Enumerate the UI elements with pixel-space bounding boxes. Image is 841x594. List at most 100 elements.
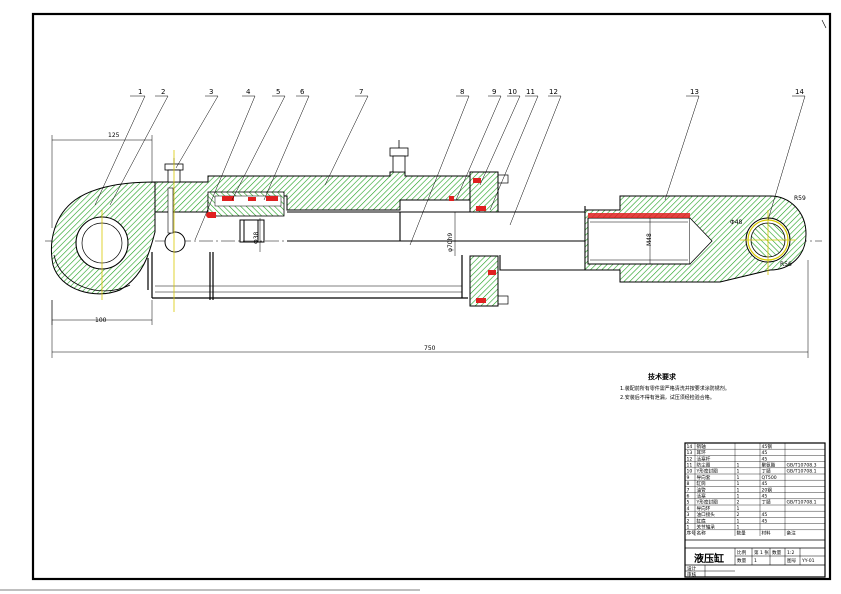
center-marks <box>101 150 796 312</box>
parts-header-qty: 数量 <box>737 530 747 537</box>
drawing-no-label: 图号 <box>787 558 797 564</box>
scale-label: 比例 <box>737 549 747 556</box>
parts-cell-name: 油管 <box>697 486 707 493</box>
parts-cell-note: GB/T10708.1 <box>787 500 817 506</box>
parts-cell-no: 8 <box>687 481 690 487</box>
parts-cell-name: 缸底 <box>697 517 707 524</box>
parts-cell-no: 7 <box>687 487 690 493</box>
dim-750: 750 <box>424 345 436 352</box>
parts-cell-qty: 1 <box>737 469 740 475</box>
parts-cell-note: GB/T10708.1 <box>787 469 817 475</box>
parts-cell-name: Y形密封圈 <box>696 468 719 475</box>
part-balloons: 1 2 3 4 5 6 7 8 9 10 11 12 13 14 <box>138 88 804 96</box>
parts-header-note: 备注 <box>787 530 797 537</box>
sheet-label: 第 1 张 <box>754 549 769 556</box>
parts-header-name: 名称 <box>697 530 707 537</box>
parts-cell-name: 活塞 <box>697 493 707 500</box>
balloon-8: 8 <box>460 88 464 96</box>
parts-cell-qty: 1 <box>737 487 740 493</box>
dim-r59: R59 <box>794 195 806 202</box>
note-line-2: 2.安装后不得有泄漏，试压须经检验合格。 <box>620 394 715 401</box>
piston <box>239 219 265 243</box>
parts-cell-no: 2 <box>687 518 690 524</box>
parts-cell-no: 10 <box>687 469 693 475</box>
dim-125: 125 <box>108 132 120 139</box>
qty-label-2: 数量 <box>737 557 747 564</box>
parts-cell-name: 导向环 <box>697 505 711 512</box>
parts-cell-name: 活塞杆 <box>697 455 711 462</box>
parts-header-mat: 材料 <box>762 530 772 537</box>
balloon-14: 14 <box>795 88 804 96</box>
balloon-13: 13 <box>690 88 699 96</box>
parts-cell-qty: 1 <box>737 525 740 531</box>
parts-cell-no: 9 <box>687 475 690 481</box>
parts-cell-mat: 45 <box>762 512 768 518</box>
cylinder-head <box>449 171 509 307</box>
balloon-6: 6 <box>300 88 305 96</box>
qty-label: 数量 <box>772 549 782 556</box>
dimension-texts: 125 100 750 R59 R56 Φ48 M48 φ70h9 Φ38 <box>95 132 806 352</box>
parts-cell-no: 13 <box>687 450 693 456</box>
dim-m48: M48 <box>646 233 653 246</box>
technical-notes: 技术要求 1.装配前所有零件需严格清洗并按要求涂防锈剂。 2.安装后不得有泄漏，… <box>620 372 730 401</box>
balloon-11: 11 <box>526 88 535 96</box>
leader-lines <box>94 95 806 246</box>
parts-cell-note: GB/T10708.3 <box>787 463 817 469</box>
parts-cell-mat: 45 <box>762 450 768 456</box>
scale-value: 1:2 <box>787 550 794 556</box>
checker-label: 审核 <box>687 571 697 578</box>
parts-cell-name: 销轴 <box>697 443 707 450</box>
balloon-9: 9 <box>492 88 496 96</box>
parts-cell-no: 4 <box>687 506 690 512</box>
note-line-1: 1.装配前所有零件需严格清洗并按要求涂防锈剂。 <box>620 385 730 392</box>
dim-phi48: Φ48 <box>730 219 743 226</box>
balloon-10: 10 <box>508 88 517 96</box>
parts-cell-qty: 2 <box>737 512 740 518</box>
balloon-1: 1 <box>138 88 142 96</box>
drawing-name: 液压缸 <box>694 552 724 565</box>
parts-cell-mat: 20钢 <box>762 486 773 493</box>
parts-cell-mat: 丁腈 <box>762 499 772 506</box>
parts-cell-qty: 1 <box>737 494 740 500</box>
parts-cell-qty: 1 <box>737 481 740 487</box>
parts-cell-mat: 45 <box>762 481 768 487</box>
parts-cell-name: 关节轴承 <box>697 524 716 531</box>
parts-cell-name: 油口接头 <box>697 511 716 518</box>
parts-cell-name: Y形密封圈 <box>696 499 719 506</box>
parts-cell-qty: 1 <box>737 475 740 481</box>
dim-phi-small: Φ38 <box>253 231 260 244</box>
parts-cell-no: 3 <box>687 512 690 518</box>
parts-cell-mat: 45钢 <box>762 443 773 450</box>
balloon-5: 5 <box>276 88 280 96</box>
drawing-no: YY-01 <box>801 558 815 564</box>
parts-cell-qty: 1 <box>737 506 740 512</box>
parts-cell-name: 缸筒 <box>697 480 707 487</box>
parts-cell-mat: QT500 <box>762 475 777 481</box>
parts-header-no: 序号 <box>687 530 697 537</box>
drawing-border <box>31 12 832 581</box>
cylinder-lower-half <box>147 252 468 300</box>
dimension-lines <box>51 135 809 358</box>
balloon-4: 4 <box>246 88 251 96</box>
parts-cell-qty: 1 <box>737 518 740 524</box>
parts-cell-name: 导向套 <box>697 474 711 481</box>
parts-cell-mat: 聚氨酯 <box>762 462 776 469</box>
qty-value: 1 <box>754 558 757 564</box>
parts-cell-mat: 45 <box>762 456 768 462</box>
dim-phi70: φ70h9 <box>447 233 454 252</box>
dim-r56: R56 <box>780 261 792 268</box>
oil-port-right <box>389 140 409 173</box>
notes-title: 技术要求 <box>648 372 677 381</box>
parts-cell-no: 14 <box>687 444 693 450</box>
parts-cell-mat: 45 <box>762 518 768 524</box>
parts-cell-no: 1 <box>687 525 690 531</box>
parts-cell-no: 11 <box>687 463 693 469</box>
parts-cell-no: 6 <box>687 494 690 500</box>
parts-cell-name: 耳环 <box>697 450 707 456</box>
parts-cell-mat: 丁腈 <box>762 468 772 475</box>
balloon-12: 12 <box>549 88 558 96</box>
balloon-3: 3 <box>209 88 213 96</box>
